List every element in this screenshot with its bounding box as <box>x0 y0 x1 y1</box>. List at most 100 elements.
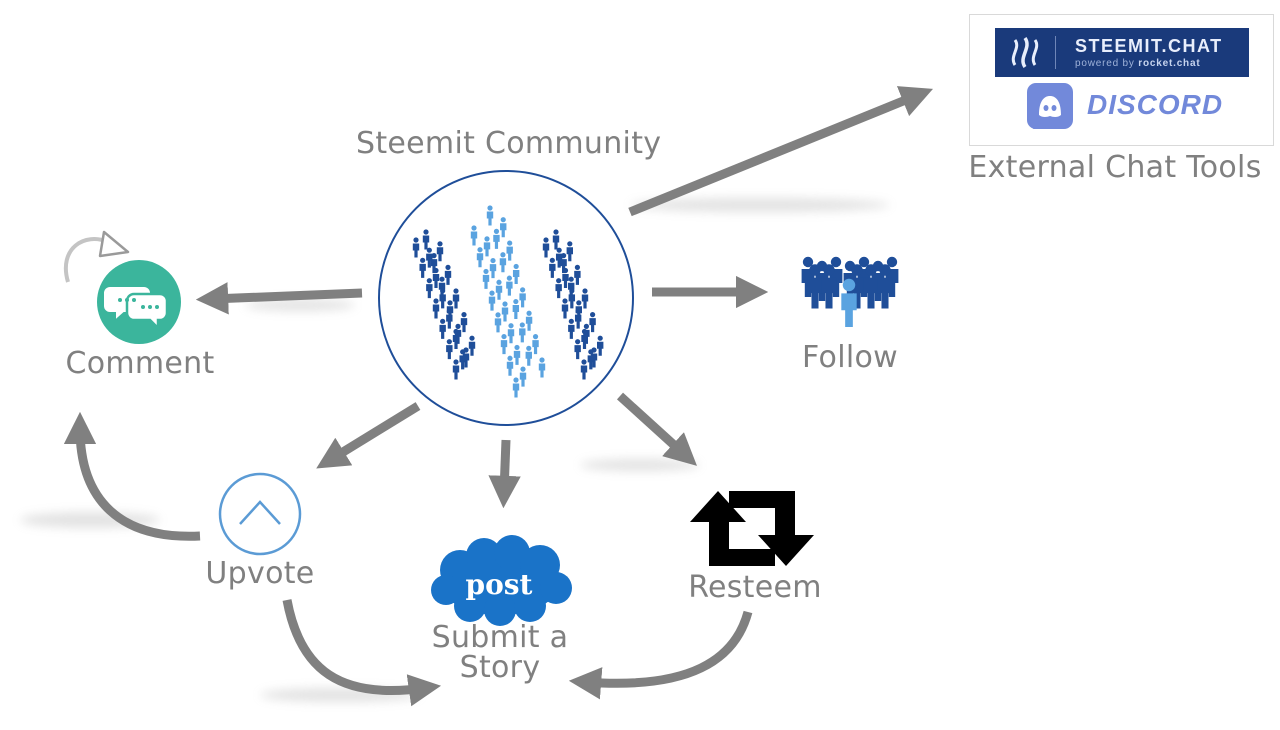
person-figure <box>877 264 893 309</box>
person-figure <box>444 264 452 285</box>
post-badge-text: post <box>466 568 533 601</box>
person-figure <box>483 236 491 257</box>
person-figure <box>436 241 444 262</box>
external-chat-box: STEEMIT.CHAT powered by rocket.chat DISC… <box>969 14 1274 146</box>
person-figure <box>412 237 420 258</box>
person-figure <box>549 257 556 278</box>
discord-wordmark: DISCORD <box>1087 89 1224 120</box>
arrow-to-resteem <box>616 392 697 466</box>
person-figure <box>568 276 575 297</box>
comment-label: Comment <box>65 346 215 381</box>
person-figure <box>476 247 484 268</box>
person-figure <box>512 298 520 320</box>
people-crowd-icon <box>412 205 604 398</box>
person-figure <box>519 366 527 387</box>
rocket-chat-text: rocket.chat <box>1138 58 1201 69</box>
person-figure <box>538 357 546 378</box>
person-figure <box>494 312 502 333</box>
arrow-upvote-to-comment <box>63 411 201 541</box>
person-figure <box>486 205 494 226</box>
person-figure <box>489 257 497 279</box>
person-figure <box>583 323 590 344</box>
person-figure <box>542 237 550 258</box>
person-figure <box>446 339 453 360</box>
arrows <box>63 86 934 707</box>
person-figure <box>590 347 598 368</box>
arrow-to-external <box>628 86 934 217</box>
story-label-line1: Submit a <box>431 620 569 655</box>
upvote-chevron-icon <box>218 472 302 556</box>
person-figure <box>555 278 562 299</box>
person-figure <box>560 253 567 274</box>
person-figure <box>512 263 520 284</box>
person-figure <box>581 288 589 309</box>
shadows <box>20 198 890 702</box>
person-figure <box>566 241 573 262</box>
steemit-chat-logo: STEEMIT.CHAT powered by rocket.chat <box>995 28 1249 77</box>
person-figure <box>495 279 503 300</box>
person-figure <box>512 377 520 398</box>
follow-group-icon <box>801 256 899 327</box>
person-figure <box>580 359 588 380</box>
person-figure <box>499 252 507 273</box>
person-figure <box>468 335 476 356</box>
person-figure <box>506 240 513 261</box>
person-figure <box>426 278 433 299</box>
person-figure <box>525 345 532 366</box>
person-figure <box>460 312 468 333</box>
person-figure <box>506 355 514 376</box>
person-figure <box>506 275 513 296</box>
person-figure <box>821 264 837 309</box>
person-figure <box>482 268 490 289</box>
person-figure <box>507 323 515 344</box>
speech-bubbles-icon <box>97 260 181 344</box>
person-figure <box>519 287 526 308</box>
person-figure <box>513 344 521 365</box>
person-figure <box>575 300 582 321</box>
person-figure <box>519 322 526 343</box>
arrow-upvote-to-story <box>282 599 442 707</box>
steemit-logo-icon <box>1011 36 1039 69</box>
person-figure <box>841 278 857 327</box>
upvote-label: Upvote <box>205 556 315 591</box>
person-figure <box>863 264 879 309</box>
comment-loop-arrow-icon <box>64 230 130 283</box>
person-figure <box>525 310 533 331</box>
person-figure <box>438 276 446 297</box>
community-circle <box>378 170 634 426</box>
discord-logo-icon <box>1027 83 1073 129</box>
person-figure <box>446 300 454 321</box>
person-figure <box>432 298 440 319</box>
person-figure <box>500 217 507 238</box>
resteem-label: Resteem <box>688 570 822 605</box>
external-chat-label: External Chat Tools <box>968 150 1262 185</box>
arrow-to-comment <box>195 282 363 315</box>
arrow-resteem-to-story <box>568 610 753 700</box>
person-figure <box>462 347 470 368</box>
community-title: Steemit Community <box>356 126 662 161</box>
person-figure <box>501 301 509 322</box>
post-cloud-icon: post <box>431 535 572 626</box>
person-figure <box>552 229 560 250</box>
person-figure <box>422 229 430 250</box>
person-figure <box>807 264 823 309</box>
steemit-chat-powered: powered by rocket.chat <box>1075 58 1200 69</box>
person-figure <box>532 334 539 355</box>
person-figure <box>574 264 581 285</box>
person-figure <box>452 288 460 309</box>
person-figure <box>430 253 438 274</box>
powered-by-text: powered by <box>1075 58 1135 69</box>
person-figure <box>561 298 569 319</box>
person-figure <box>454 323 462 344</box>
person-figure <box>439 318 446 339</box>
person-figure <box>574 339 581 360</box>
person-figure <box>589 312 596 333</box>
story-label-line2: Story <box>459 650 541 685</box>
resteem-arrows-icon <box>690 491 814 566</box>
person-figure <box>597 335 604 356</box>
person-figure <box>470 225 478 246</box>
follow-label: Follow <box>802 340 898 375</box>
person-figure <box>452 359 460 380</box>
